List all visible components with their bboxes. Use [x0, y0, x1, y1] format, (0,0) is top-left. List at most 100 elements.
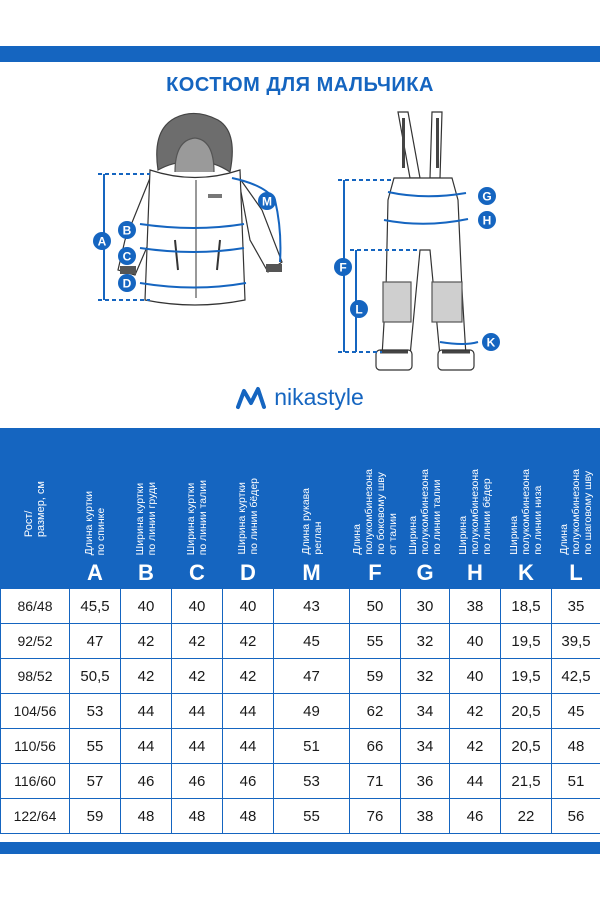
value-cell: 38 — [400, 798, 450, 834]
value-cell: 36 — [400, 763, 450, 799]
value-cell: 20,5 — [500, 728, 552, 764]
col-letter-F: F — [349, 557, 401, 589]
value-cell: 44 — [449, 763, 501, 799]
svg-text:G: G — [482, 190, 491, 204]
col-letter-B: B — [120, 557, 172, 589]
value-cell: 42 — [449, 693, 501, 729]
svg-text:M: M — [262, 195, 272, 209]
value-cell: 55 — [273, 798, 350, 834]
col-letter-G: G — [400, 557, 450, 589]
value-cell: 40 — [171, 588, 223, 624]
value-cell: 42,5 — [551, 658, 600, 694]
value-cell: 45 — [551, 693, 600, 729]
value-cell: 40 — [449, 658, 501, 694]
value-cell: 44 — [222, 728, 274, 764]
value-cell: 20,5 — [500, 693, 552, 729]
value-cell: 44 — [171, 728, 223, 764]
value-cell: 47 — [273, 658, 350, 694]
marker-D: D — [118, 274, 136, 292]
value-cell: 48 — [120, 798, 172, 834]
value-cell: 32 — [400, 658, 450, 694]
col-letter-M: M — [273, 557, 350, 589]
value-cell: 49 — [273, 693, 350, 729]
value-cell: 42 — [449, 728, 501, 764]
value-cell: 44 — [222, 693, 274, 729]
value-cell: 40 — [120, 588, 172, 624]
value-cell: 51 — [273, 728, 350, 764]
value-cell: 44 — [120, 693, 172, 729]
size-cell: 116/60 — [0, 763, 70, 799]
table-row: 86/48 45,5 40 40 40 43 50 30 38 18,5 35 — [0, 588, 600, 624]
top-accent-bar — [0, 46, 600, 62]
svg-text:K: K — [487, 336, 496, 350]
value-cell: 56 — [551, 798, 600, 834]
value-cell: 42 — [120, 623, 172, 659]
table-letter-row: A B C D M F G H K L — [1, 557, 600, 589]
marker-F: F — [334, 258, 352, 276]
value-cell: 40 — [449, 623, 501, 659]
table-row: 122/64 59 48 48 48 55 76 38 46 22 56 — [0, 798, 600, 834]
value-cell: 42 — [222, 623, 274, 659]
marker-G: G — [478, 187, 496, 205]
value-cell: 46 — [120, 763, 172, 799]
table-row: 116/60 57 46 46 46 53 71 36 44 21,5 51 — [0, 763, 600, 799]
brand-name: nikastyle — [274, 384, 364, 410]
marker-C: C — [118, 247, 136, 265]
marker-A: A — [93, 232, 111, 250]
size-cell: 86/48 — [0, 588, 70, 624]
value-cell: 76 — [349, 798, 401, 834]
value-cell: 57 — [69, 763, 121, 799]
table-row: 98/52 50,5 42 42 42 47 59 32 40 19,5 42,… — [0, 658, 600, 694]
value-cell: 35 — [551, 588, 600, 624]
value-cell: 47 — [69, 623, 121, 659]
svg-text:B: B — [123, 224, 132, 238]
size-column-header: Рост/размер, см — [0, 428, 70, 589]
page-title: КОСТЮМ ДЛЯ МАЛЬЧИКА — [166, 74, 434, 96]
value-cell: 42 — [171, 658, 223, 694]
value-cell: 42 — [171, 623, 223, 659]
value-cell: 53 — [273, 763, 350, 799]
overalls-drawing — [375, 111, 475, 371]
value-cell: 48 — [171, 798, 223, 834]
value-cell: 42 — [222, 658, 274, 694]
col-letter-C: C — [171, 557, 223, 589]
value-cell: 34 — [400, 693, 450, 729]
value-cell: 66 — [349, 728, 401, 764]
value-cell: 50,5 — [69, 658, 121, 694]
value-cell: 40 — [222, 588, 274, 624]
size-cell: 104/56 — [0, 693, 70, 729]
value-cell: 46 — [449, 798, 501, 834]
svg-text:H: H — [483, 214, 492, 228]
svg-text:D: D — [123, 277, 132, 291]
value-cell: 48 — [551, 728, 600, 764]
table-row: 110/56 55 44 44 44 51 66 34 42 20,5 48 — [0, 728, 600, 764]
marker-M: M — [258, 192, 276, 210]
value-cell: 18,5 — [500, 588, 552, 624]
bottom-accent-bar — [0, 842, 600, 854]
value-cell: 50 — [349, 588, 401, 624]
svg-text:A: A — [98, 235, 107, 249]
value-cell: 53 — [69, 693, 121, 729]
size-cell: 92/52 — [0, 623, 70, 659]
value-cell: 45,5 — [69, 588, 121, 624]
size-cell: 122/64 — [0, 798, 70, 834]
table-row: 92/52 47 42 42 42 45 55 32 40 19,5 39,5 — [0, 623, 600, 659]
table-row: 104/56 53 44 44 44 49 62 34 42 20,5 45 — [0, 693, 600, 729]
svg-text:F: F — [339, 261, 346, 275]
value-cell: 19,5 — [500, 623, 552, 659]
svg-text:C: C — [123, 250, 132, 264]
value-cell: 22 — [500, 798, 552, 834]
value-cell: 43 — [273, 588, 350, 624]
svg-text:L: L — [355, 303, 362, 317]
marker-K: K — [482, 333, 500, 351]
nikastyle-logo-icon — [236, 386, 267, 409]
value-cell: 55 — [349, 623, 401, 659]
value-cell: 39,5 — [551, 623, 600, 659]
brand-logo: nikastyle — [0, 384, 600, 411]
